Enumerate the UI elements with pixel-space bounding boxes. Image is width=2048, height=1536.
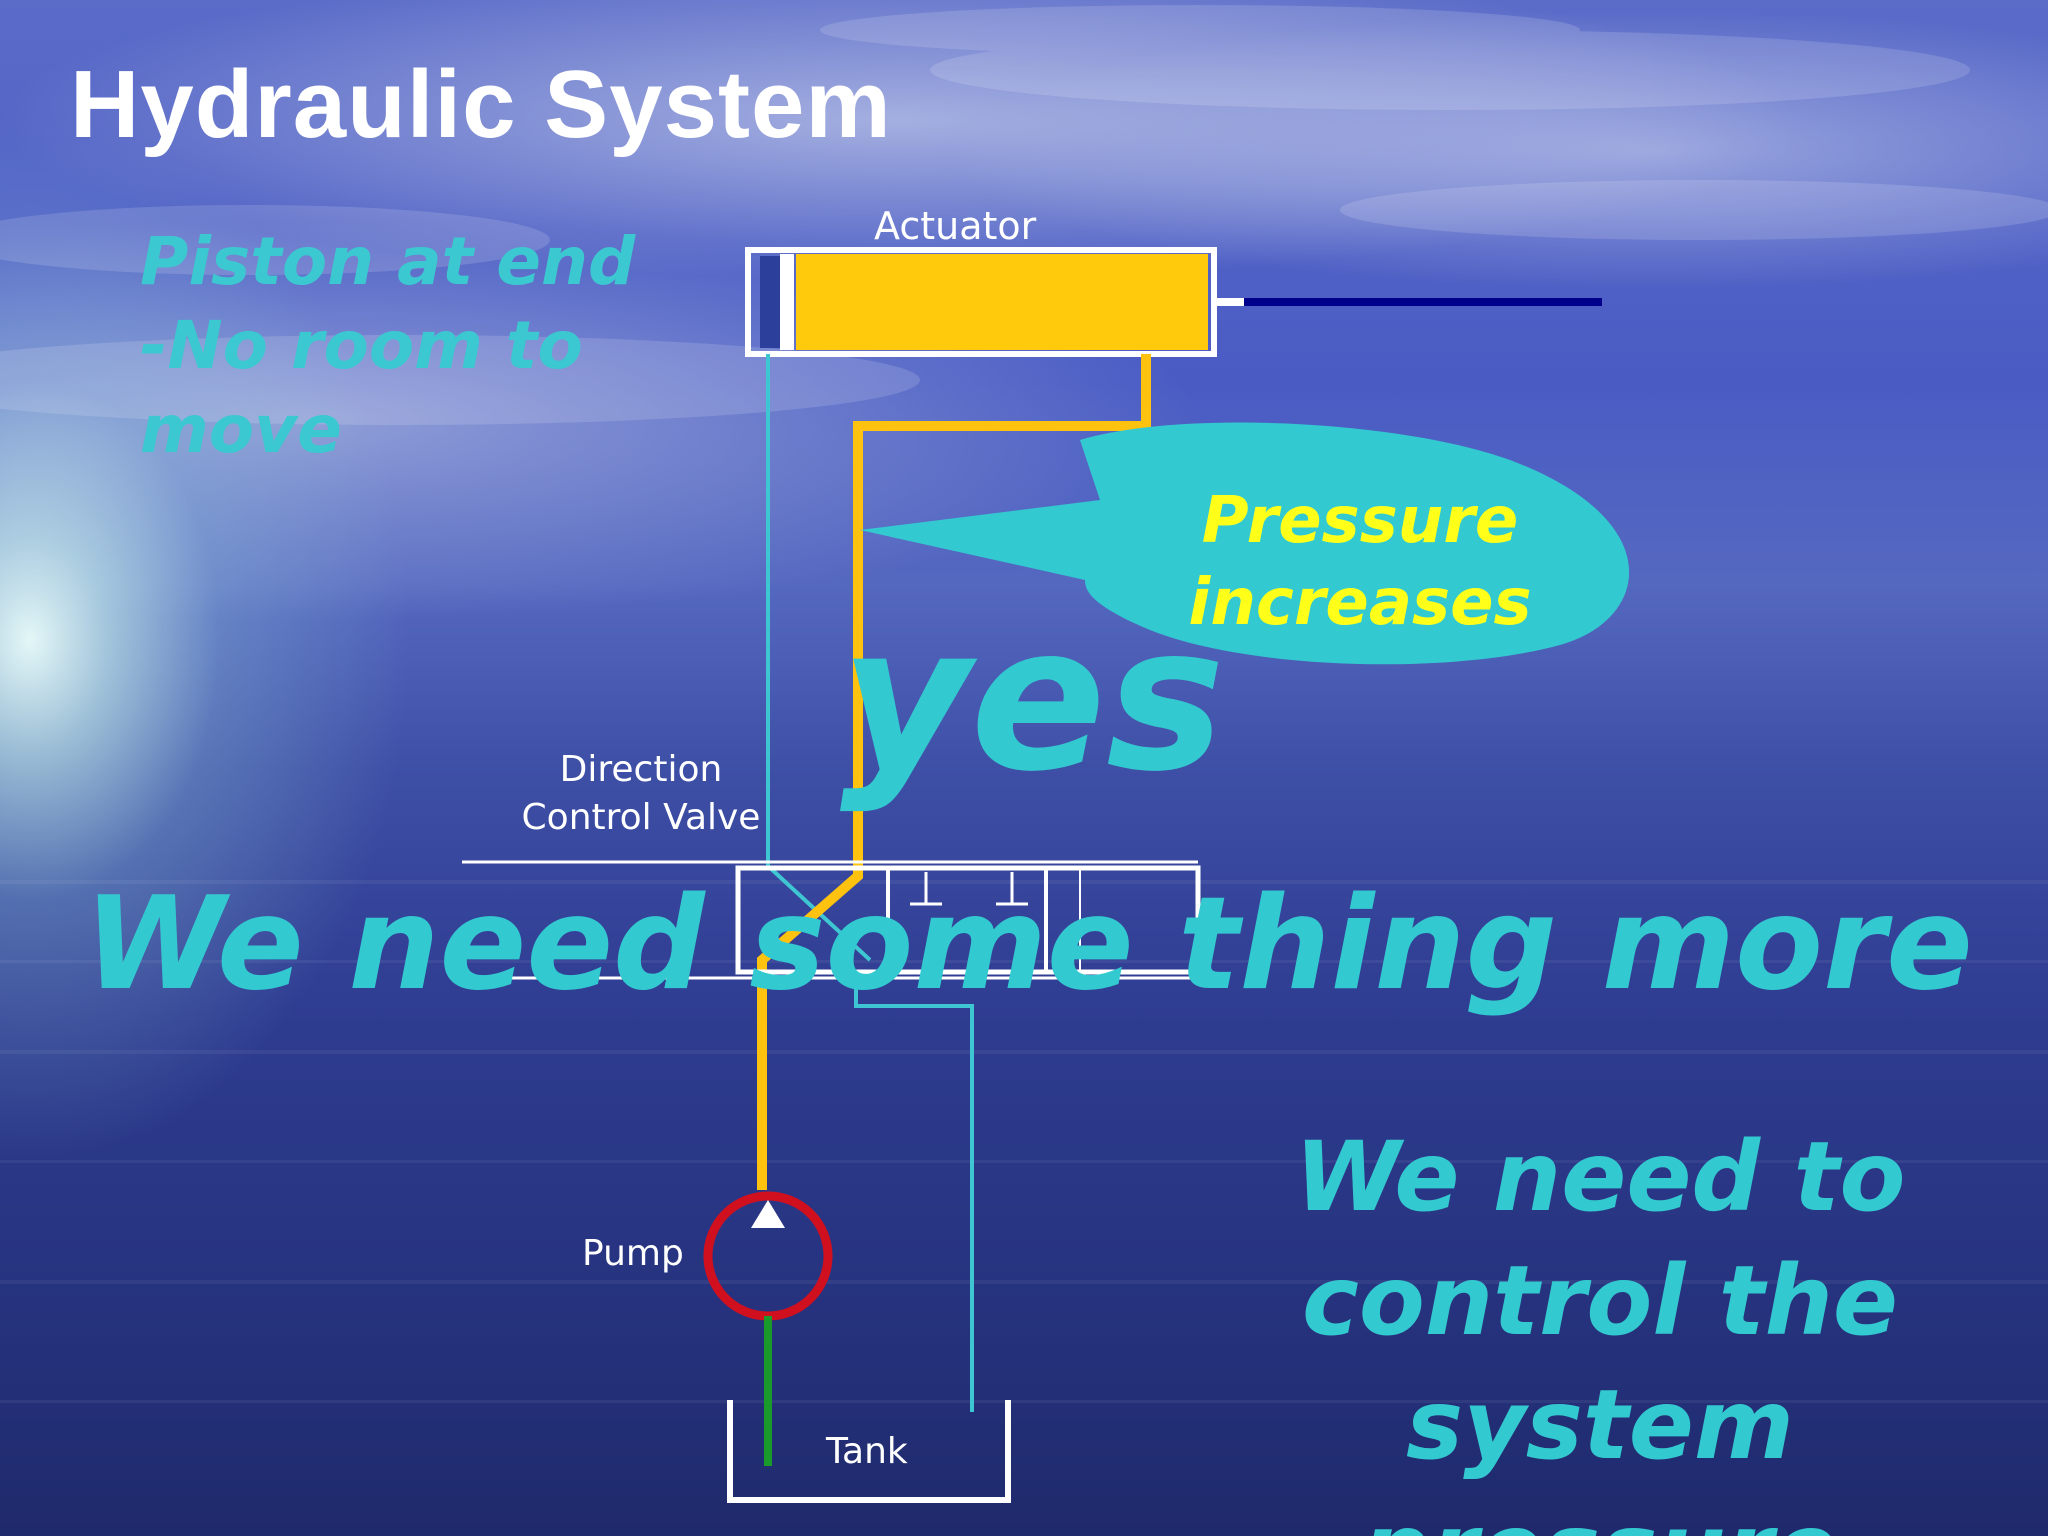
control-note-line-1: We need to <box>1294 1121 1906 1233</box>
tank-outline <box>727 1400 1011 1503</box>
control-note-line-2: control the <box>1301 1245 1899 1357</box>
actuator-cap-chamber <box>760 256 780 348</box>
pump-arrow-icon <box>751 1200 785 1228</box>
pressure-line <box>757 354 1151 1190</box>
actuator-rod-chamber <box>796 254 1208 350</box>
side-note-line-2: -No room to <box>140 307 583 384</box>
actuator-label: Actuator <box>874 204 1037 248</box>
callout-text-line-1: Pressure <box>1201 484 1519 558</box>
return-line-tank <box>854 984 974 1412</box>
pump-label: Pump <box>582 1233 684 1274</box>
valve-label-line-1: Direction <box>559 749 723 790</box>
control-pressure-note: We need to control the system pressure <box>1180 1115 2020 1536</box>
callout-text-line-2: increases <box>1188 566 1532 640</box>
valve-label: Direction Control Valve <box>516 746 766 842</box>
slide-title: Hydraulic System <box>70 51 892 158</box>
valve-body <box>735 865 1201 975</box>
tank-label: Tank <box>826 1431 908 1472</box>
valve-blocked-ports <box>910 872 1028 906</box>
callout-bubble <box>860 422 1630 665</box>
side-note: Piston at end -No room to move <box>140 220 635 472</box>
overlay-need-more-text: We need some thing more <box>84 870 1973 1019</box>
control-note-line-3: system pressure <box>1362 1369 1838 1536</box>
actuator-piston <box>780 254 794 350</box>
callout-text: Pressure increases <box>1150 480 1570 644</box>
side-note-line-1: Piston at end <box>140 223 636 300</box>
overlay-yes-text: yes <box>840 583 1226 816</box>
valve-label-line-2: Control Valve <box>521 797 761 838</box>
side-note-line-3: move <box>140 391 342 468</box>
